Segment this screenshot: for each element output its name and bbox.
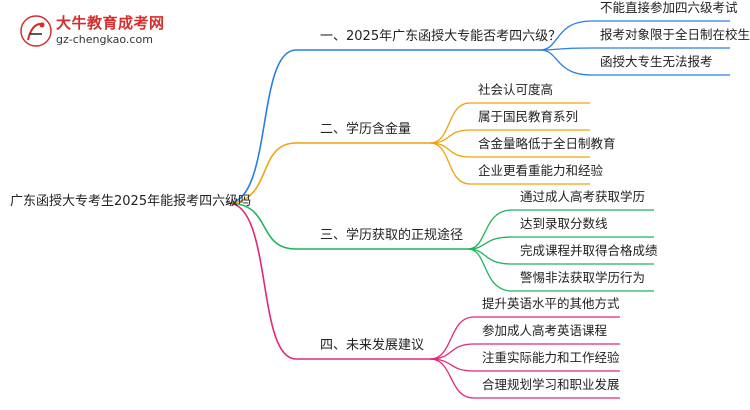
branch-connector	[227, 142, 297, 204]
leaf-connector	[467, 248, 513, 292]
logo-url: gz-chengkao.com	[56, 33, 153, 46]
branch-connector	[227, 202, 297, 250]
leaf-label: 警惕非法获取学历行为	[520, 270, 646, 285]
branch-label-4: 四、未来发展建议	[320, 338, 425, 353]
leaf-connector	[429, 358, 475, 399]
leaf-label: 企业更看重能力和经验	[478, 163, 604, 178]
leaf-connector	[539, 49, 593, 76]
leaf-label: 参加成人高考英语课程	[482, 323, 608, 338]
leaf-label: 属于国民教育系列	[478, 109, 579, 124]
branch-connector	[227, 202, 297, 360]
logo-badge-icon	[20, 15, 52, 47]
leaf-label: 完成课程并取得合格成绩	[520, 243, 658, 258]
leaf-connector	[429, 142, 471, 158]
leaf-label: 注重实际能力和工作经验	[482, 350, 620, 365]
branch-label-1: 一、2025年广东函授大专能否考四六级？	[320, 29, 562, 44]
branch-connector	[227, 49, 297, 204]
leaf-label: 函授大专生无法报考	[600, 54, 713, 69]
leaf-connector	[539, 20, 593, 51]
leaf-label: 报考对象限于全日制在校生	[600, 27, 750, 42]
branch-label-3: 三、学历获取的正规途径	[320, 228, 464, 243]
leaf-connector	[429, 343, 475, 360]
leaf-label: 达到录取分数线	[520, 216, 608, 231]
root-node: 广东函授大专考生2025年能报考四六级吗	[10, 194, 252, 209]
leaf-label: 不能直接参加四六级考试	[600, 0, 738, 15]
site-logo: 大牛教育成考网 gz-chengkao.com	[20, 12, 170, 52]
leaf-connector	[467, 209, 513, 250]
leaf-label: 合理规划学习和职业发展	[482, 377, 620, 392]
leaf-connector	[429, 142, 471, 185]
leaf-label: 含金量略低于全日制教育	[478, 136, 616, 151]
leaf-connector	[429, 316, 475, 360]
leaf-label: 社会认可度高	[478, 82, 554, 97]
leaf-connector	[429, 102, 471, 144]
leaf-connector	[429, 129, 471, 144]
leaf-label: 提升英语水平的其他方式	[482, 296, 620, 311]
branch-label-2: 二、学历含金量	[320, 122, 412, 137]
leaf-label: 通过成人高考获取学历	[520, 189, 646, 204]
logo-title: 大牛教育成考网	[56, 14, 165, 32]
root-anchor-dot	[226, 201, 230, 205]
